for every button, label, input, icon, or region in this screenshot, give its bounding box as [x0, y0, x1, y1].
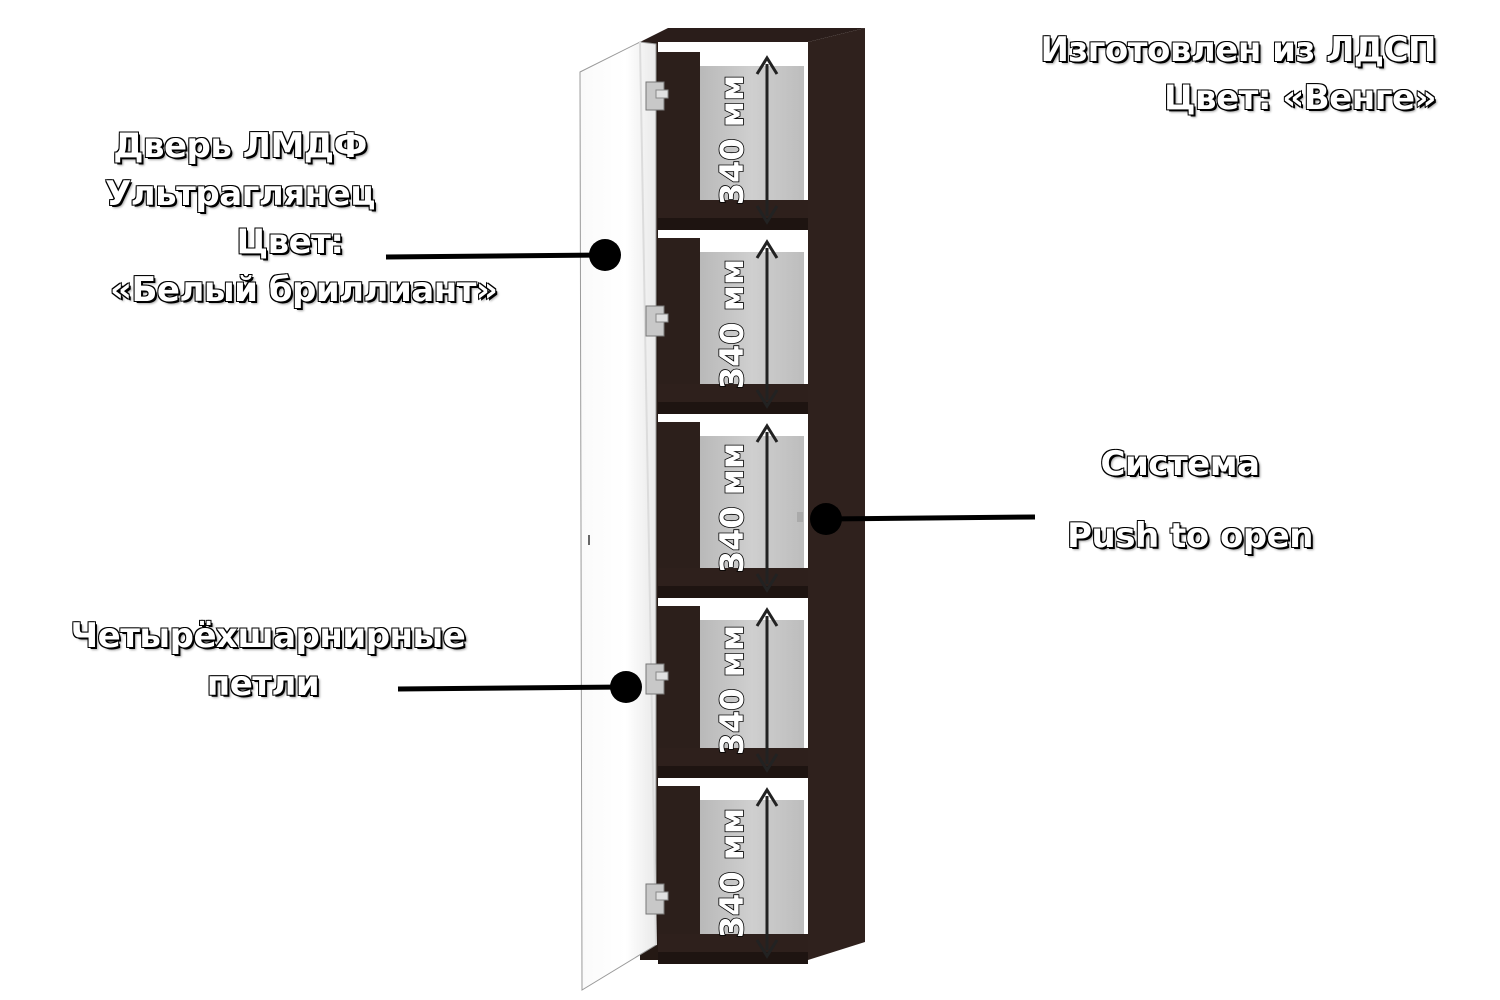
shelf-front-edge [658, 218, 808, 230]
door-label: Дверь ЛМДФ Ультраглянец Цвет: «Белый бри… [104, 122, 498, 314]
dimension-arrowhead [755, 607, 779, 627]
dimension-arrowhead [755, 205, 779, 225]
dimension-arrowhead [755, 239, 779, 259]
dimension-arrowhead [755, 939, 779, 959]
material-line-2: Цвет: «Венге» [1163, 77, 1437, 119]
dimension-labels: 340 мм 340 мм 340 мм 340 мм 340 мм [712, 55, 779, 959]
door-line-2: Ультраглянец [104, 173, 376, 215]
compartment-back [700, 436, 804, 568]
hinges-line-1: Четырёхшарнирные [70, 615, 467, 657]
compartment-back [700, 800, 804, 934]
compartment-back [700, 252, 804, 384]
dimension-arrowhead [755, 753, 779, 773]
cabinet-top [640, 28, 865, 42]
dimension-arrowhead [755, 55, 779, 75]
shelf-front-edge [658, 402, 808, 414]
hinges-line-2: петли [206, 663, 321, 705]
shelf-front-edge [658, 766, 808, 778]
dimension-arrowhead [755, 573, 779, 593]
cabinet-right-side [808, 28, 865, 960]
compartment-inner-wall [658, 786, 700, 960]
compartment-inner-wall [658, 52, 700, 226]
hinge-callout [397, 671, 642, 703]
compartments [658, 52, 808, 964]
door-panel [579, 41, 657, 991]
push-to-open-device [797, 512, 803, 522]
door-line-4: «Белый бриллиант» [109, 269, 498, 311]
hinge-1 [645, 81, 669, 111]
compartment-inner-wall [658, 606, 700, 774]
push-callout [810, 503, 1036, 535]
hinge-4 [645, 883, 669, 915]
material-line-1: Изготовлен из ЛДСП [1040, 29, 1438, 71]
door-line-1: Дверь ЛМДФ [112, 125, 368, 167]
compartment-back [700, 66, 804, 200]
push-line-2: Push to open [1066, 515, 1314, 557]
compartment-back [700, 620, 804, 748]
shelf-height-label: 340 мм [713, 443, 751, 573]
dimension-arrowhead [755, 389, 779, 409]
shelf-height-label: 340 мм [713, 808, 751, 938]
shelf-front-edge [658, 586, 808, 598]
compartment-inner-wall [658, 422, 700, 594]
push-system-label: Система Push to open [1040, 440, 1340, 560]
shelf-height-label: 340 мм [713, 75, 751, 205]
door-line-3: Цвет: [236, 221, 345, 263]
shelf-height-label: 340 мм [713, 625, 751, 755]
shelf-height-label: 340 мм [713, 259, 751, 389]
door-edge [639, 41, 657, 946]
material-label: Изготовлен из ЛДСП Цвет: «Венге» [1040, 26, 1438, 122]
hinges-label: Четырёхшарнирные петли [70, 612, 538, 708]
dimension-arrowhead [755, 423, 779, 443]
push-line-1: Система [1100, 443, 1261, 485]
dimension-arrowhead [755, 787, 779, 807]
shelf-front-edge [658, 952, 808, 964]
hinge-3 [645, 663, 669, 695]
compartment-inner-wall [658, 238, 700, 410]
door-callout [385, 239, 621, 271]
hinge-2 [645, 305, 669, 337]
